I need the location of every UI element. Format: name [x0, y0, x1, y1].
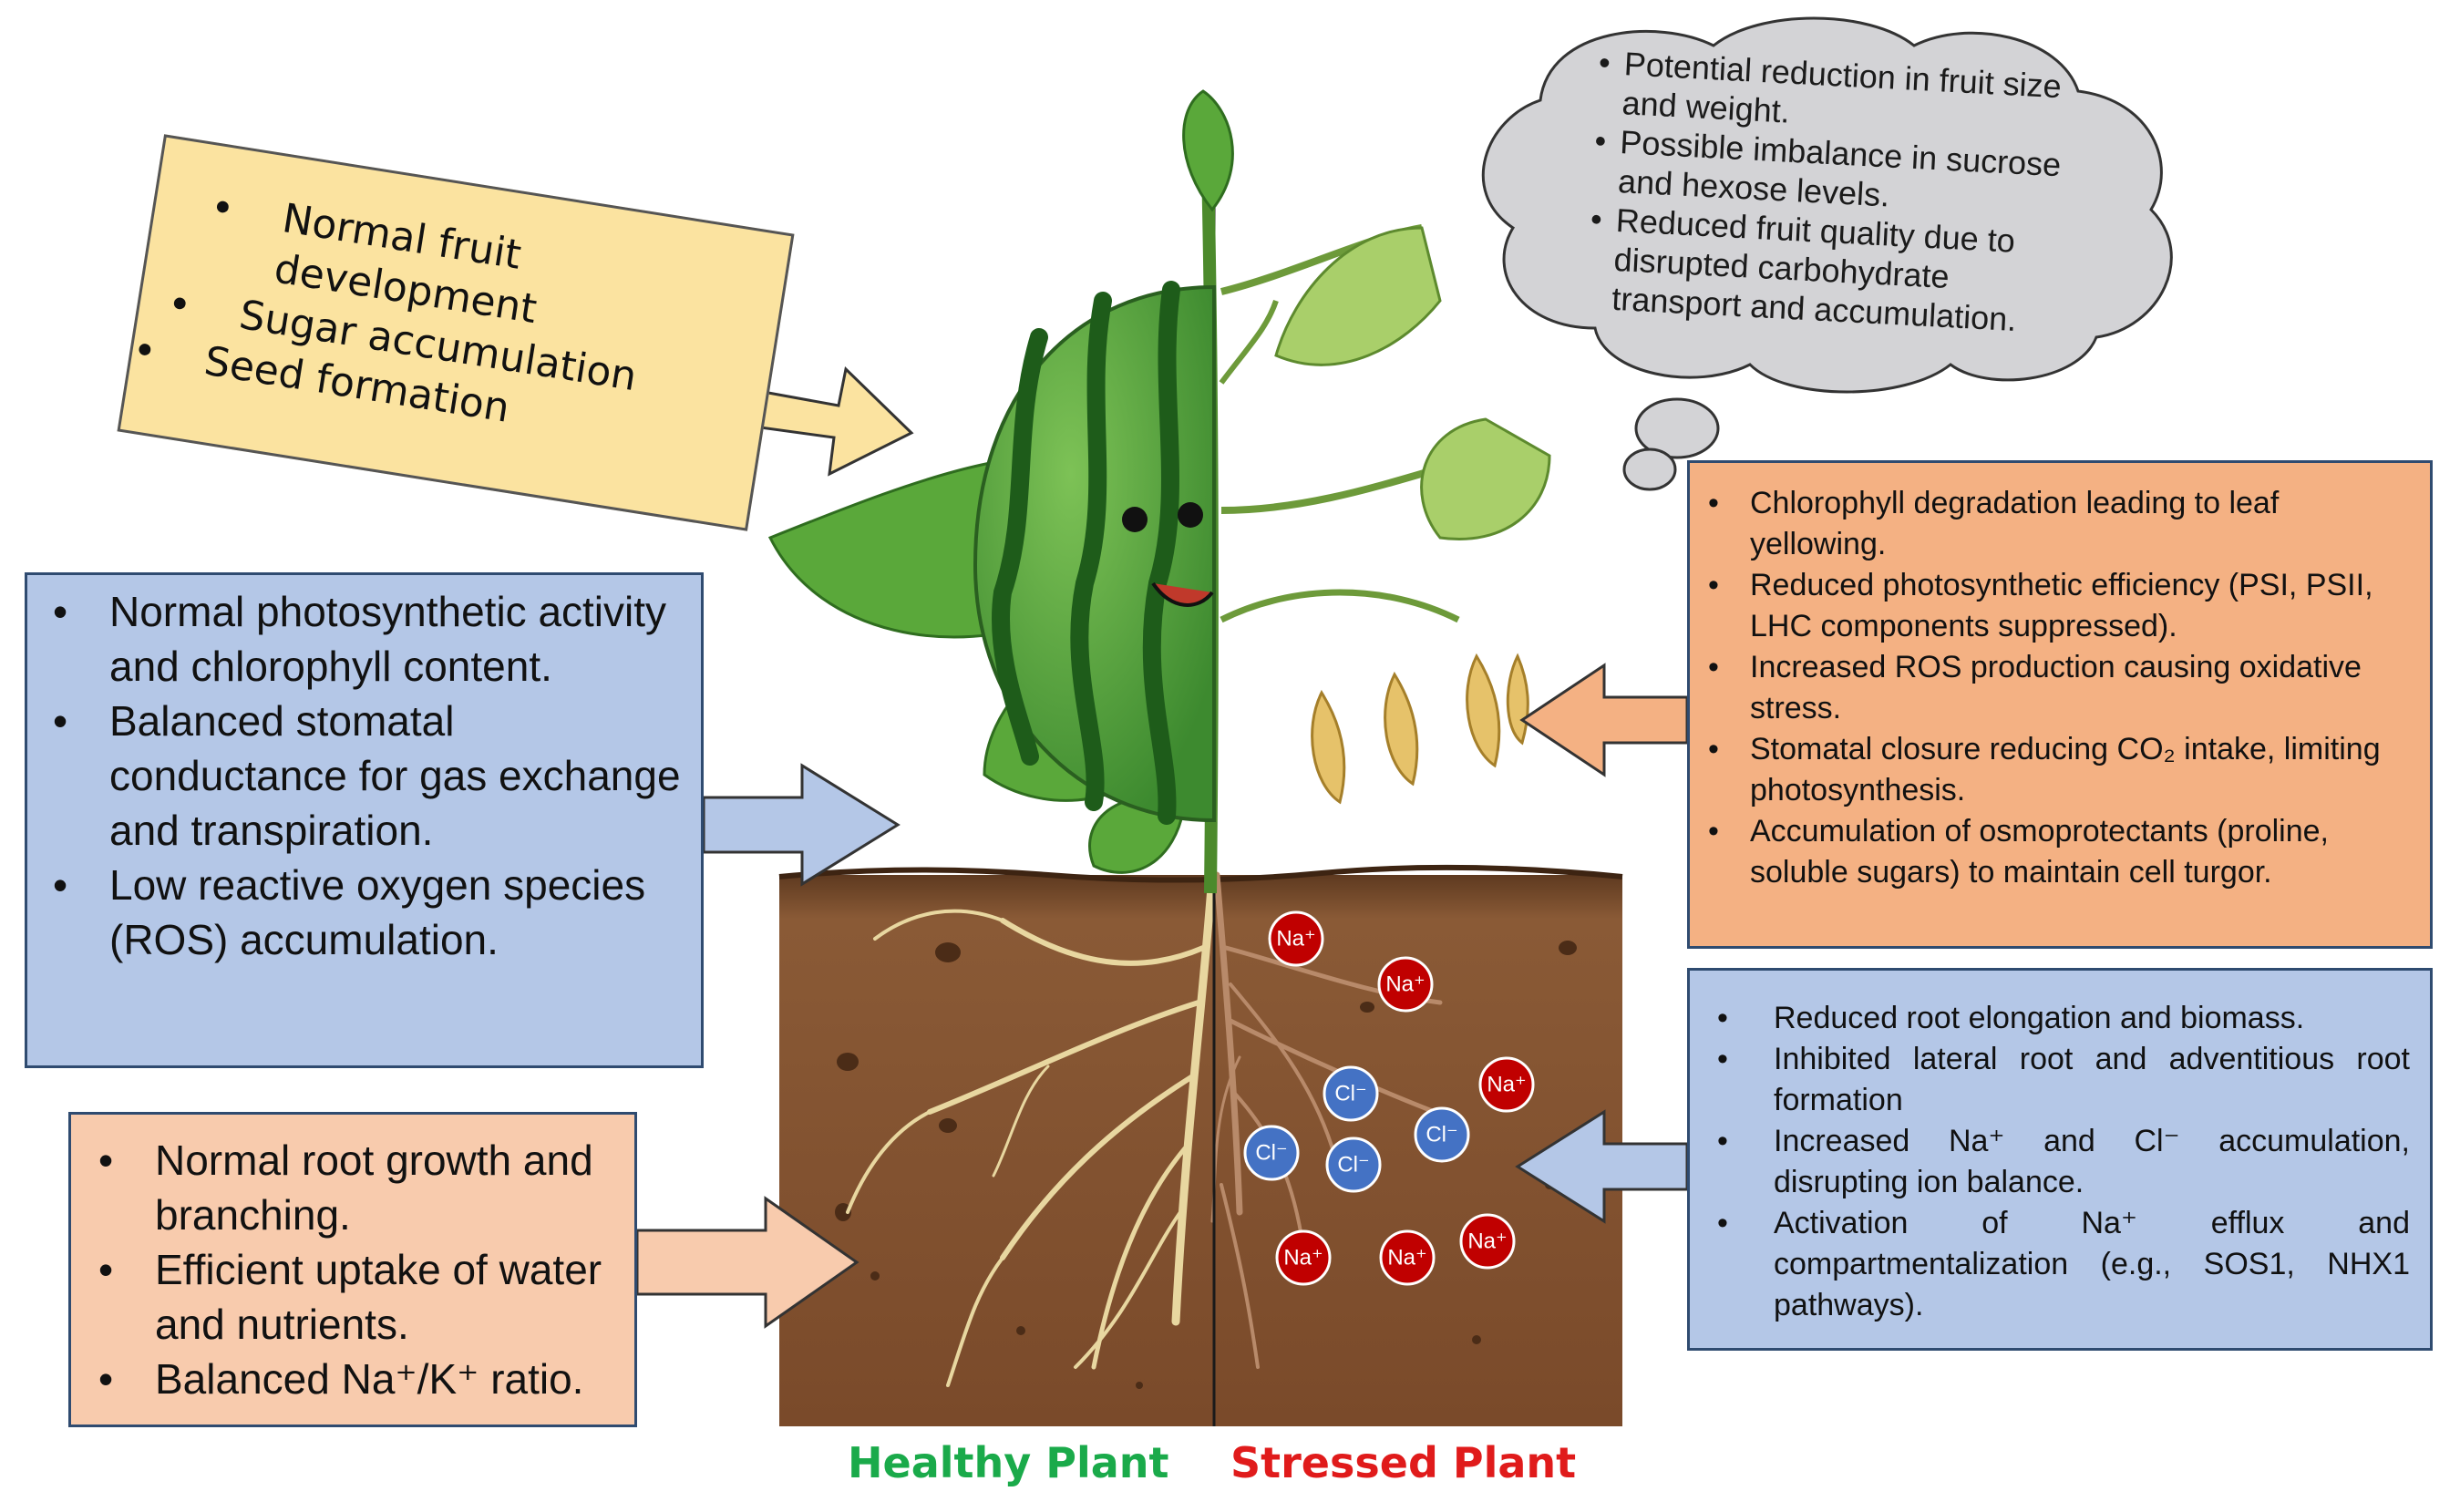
svg-text:Cl⁻: Cl⁻ — [1334, 1082, 1366, 1106]
leaf-stressed-item: Reduced photosynthetic efficiency (PSI, … — [1708, 565, 2415, 647]
root-stressed-item: Activation of Na⁺ efflux and compartment… — [1717, 1203, 2410, 1326]
leaf-healthy-box: Normal photosynthetic activity and chlor… — [25, 572, 704, 1068]
svg-text:Cl⁻: Cl⁻ — [1426, 1123, 1457, 1147]
leaf-healthy-item: Low reactive oxygen species (ROS) accumu… — [53, 858, 683, 967]
sodium-ion: Na⁺ — [1478, 1056, 1535, 1113]
chloride-ion: Cl⁻ — [1323, 1065, 1379, 1122]
leaf-healthy-item: Normal photosynthetic activity and chlor… — [53, 584, 683, 694]
root-healthy-box: Normal root growth and branching. Effici… — [68, 1112, 637, 1427]
stressed-leaves — [1219, 224, 1551, 623]
arrows — [635, 366, 1689, 1329]
sodium-ion: Na⁺ — [1275, 1229, 1332, 1286]
fruit-stressed-cloud-text: Potential reduction in fruit size and we… — [1583, 43, 2071, 342]
svg-text:Na⁺: Na⁺ — [1276, 927, 1315, 951]
svg-text:Na⁺: Na⁺ — [1283, 1246, 1323, 1270]
arrow-peach-left — [635, 1196, 859, 1329]
arrow-blue-right — [1515, 1109, 1689, 1224]
chloride-ion: Cl⁻ — [1243, 1125, 1300, 1181]
leaf-stressed-item: Chlorophyll degradation leading to leaf … — [1708, 483, 2415, 565]
chloride-ion: Cl⁻ — [1414, 1106, 1470, 1163]
leaf-stressed-item: Stomatal closure reducing CO₂ intake, li… — [1708, 729, 2415, 811]
svg-text:Na⁺: Na⁺ — [1467, 1229, 1507, 1254]
svg-text:Na⁺: Na⁺ — [1487, 1073, 1526, 1097]
sodium-ion: Na⁺ — [1268, 910, 1324, 967]
stressed-plant-caption: Stressed Plant — [1230, 1438, 1577, 1487]
svg-text:Na⁺: Na⁺ — [1387, 1246, 1426, 1270]
root-stressed-item: Increased Na⁺ and Cl⁻ accumulation, disr… — [1717, 1121, 2410, 1203]
root-stressed-box: Reduced root elongation and biomass. Inh… — [1687, 968, 2433, 1351]
cloud-item: Reduced fruit quality due to disrupted c… — [1611, 201, 2063, 341]
chloride-ion: Cl⁻ — [1325, 1137, 1382, 1193]
sodium-ion: Na⁺ — [1459, 1213, 1516, 1270]
svg-text:Cl⁻: Cl⁻ — [1255, 1141, 1287, 1166]
root-stressed-item: Inhibited lateral root and adventitious … — [1717, 1039, 2410, 1121]
healthy-roots — [846, 870, 1217, 1387]
leaf-stressed-item: Increased ROS production causing oxidati… — [1708, 647, 2415, 729]
healthy-plant-caption: Healthy Plant — [848, 1438, 1169, 1487]
soil-pebbles — [835, 941, 1577, 1389]
arrow-blue-left — [702, 763, 901, 887]
root-stressed-item: Reduced root elongation and biomass. — [1717, 998, 2410, 1039]
root-healthy-item: Balanced Na⁺/K⁺ ratio. — [98, 1352, 616, 1406]
watermelon-fruit — [973, 281, 1216, 825]
root-healthy-item: Efficient uptake of water and nutrients. — [98, 1242, 616, 1352]
arrow-orange-right — [1519, 663, 1689, 777]
svg-text:Na⁺: Na⁺ — [1385, 972, 1425, 997]
ion-markers: Na⁺ Na⁺ Na⁺ Na⁺ Na⁺ Na⁺ Cl⁻ Cl⁻ Cl⁻ Cl⁻ — [1243, 910, 1535, 1286]
sodium-ion: Na⁺ — [1379, 1229, 1436, 1286]
root-healthy-item: Normal root growth and branching. — [98, 1133, 616, 1242]
wilted-leaves — [1311, 653, 1529, 805]
leaf-stressed-box: Chlorophyll degradation leading to leaf … — [1687, 460, 2433, 949]
sodium-ion: Na⁺ — [1377, 956, 1434, 1013]
leaf-stressed-item: Accumulation of osmoprotectants (proline… — [1708, 811, 2415, 893]
leaf-healthy-item: Balanced stomatal conductance for gas ex… — [53, 694, 683, 858]
svg-text:Cl⁻: Cl⁻ — [1337, 1153, 1369, 1178]
